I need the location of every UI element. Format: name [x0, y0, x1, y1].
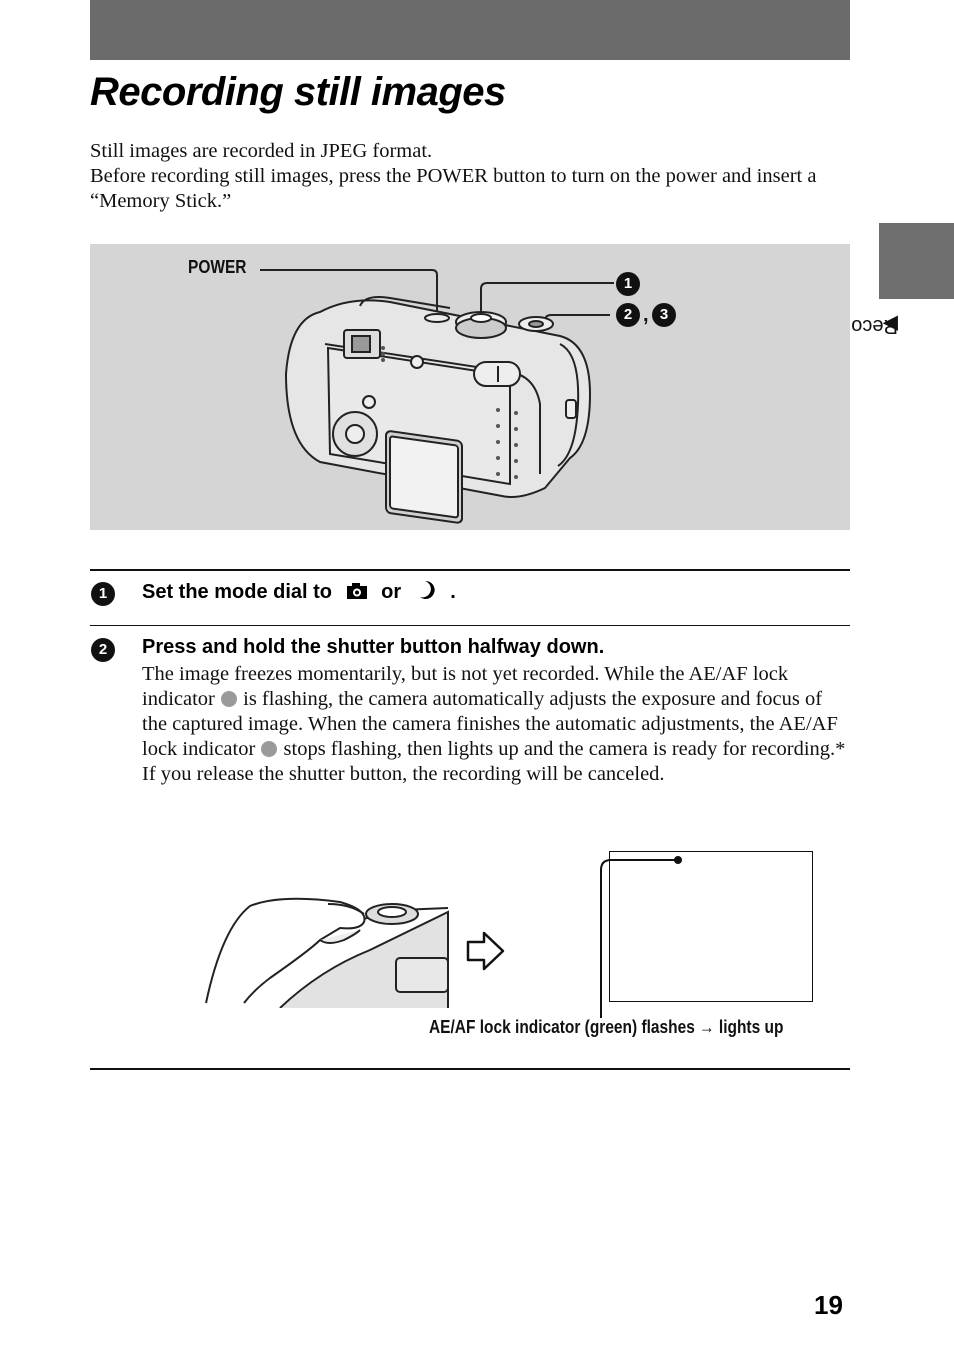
step-2-body: The image freezes momentarily, but is no… — [142, 662, 850, 787]
arrow-right-icon — [466, 931, 505, 971]
step-1-heading: Set the mode dial to or . — [142, 580, 456, 606]
step-1-heading-prefix: Set the mode dial to — [142, 581, 333, 603]
callout-2: 2 — [616, 303, 640, 327]
camera-mode-icon — [346, 582, 368, 606]
header-bar — [90, 0, 850, 60]
caption-arrow-icon: → — [699, 1017, 715, 1037]
step-2-text-a: The image freezes momentarily, but is no… — [142, 663, 789, 710]
chapter-tab — [879, 223, 954, 299]
camera-illustration — [260, 269, 614, 524]
caption-part-a: AE/AF lock indicator (green) flashes — [429, 1017, 695, 1037]
indicator-dot-icon — [261, 741, 278, 757]
step-1-heading-or: or — [381, 581, 402, 603]
moon-mode-icon — [419, 580, 437, 606]
step-2-number: 2 — [91, 638, 115, 662]
hand-shutter-illustration — [205, 897, 449, 1008]
callout-3: 3 — [652, 303, 676, 327]
callout-comma: , — [643, 304, 649, 326]
divider-bottom — [90, 1068, 850, 1070]
intro-text: Still images are recorded in JPEG format… — [90, 139, 830, 214]
page-number: 19 — [814, 1290, 843, 1320]
lock-indicator-caption: AE/AF lock indicator (green) flashes → l… — [429, 1017, 783, 1038]
step-1-number: 1 — [91, 582, 115, 606]
step-2-heading: Press and hold the shutter button halfwa… — [142, 636, 605, 658]
power-label: POWER — [188, 257, 247, 277]
lcd-screen — [609, 851, 813, 1002]
divider-step — [90, 625, 850, 626]
intro-line-1: Still images are recorded in JPEG format… — [90, 140, 433, 162]
step-2-paragraph-1: The image freezes momentarily, but is no… — [142, 662, 850, 762]
callout-1: 1 — [616, 272, 640, 296]
step-1-heading-suffix: . — [450, 581, 456, 603]
caption-part-b: lights up — [718, 1017, 784, 1037]
camera-figure: POWER 1 2 , 3 — [90, 244, 850, 530]
chapter-label: ▶ Recording — [807, 312, 903, 472]
step-2-text-c: stops flashing, then lights up and the c… — [283, 738, 846, 760]
step-2-text-b: is flashing, the camera automatically ad… — [142, 688, 838, 760]
step-2-paragraph-2: If you release the shutter button, the r… — [142, 763, 665, 785]
divider-top — [90, 569, 850, 571]
intro-line-2: Before recording still images, press the… — [90, 165, 817, 212]
indicator-dot-icon — [221, 691, 237, 707]
page-title: Recording still images — [90, 70, 506, 114]
indicator-leader — [600, 856, 682, 1018]
